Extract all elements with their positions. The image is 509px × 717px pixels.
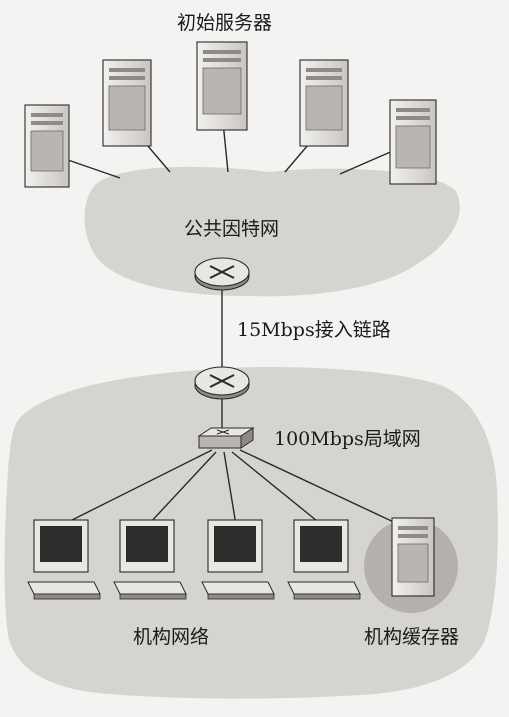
lan-links: [61, 449, 401, 526]
lan-label: 100Mbps局域网: [274, 428, 421, 450]
public-internet-cloud: [84, 166, 460, 297]
router-icon: [194, 366, 250, 400]
cache-server-icon: [391, 517, 435, 597]
server-icon: [196, 41, 248, 131]
switch-icon: [197, 427, 255, 449]
access-link-label: 15Mbps接入链路: [237, 319, 391, 341]
public-internet-label: 公共因特网: [184, 218, 280, 240]
server-icon: [102, 59, 152, 147]
server-icon: [389, 99, 437, 185]
workstation-icon: [287, 519, 361, 600]
server-icon: [299, 59, 349, 147]
router-icon: [194, 257, 250, 291]
origin-servers-label: 初始服务器: [177, 12, 273, 34]
institutional-cache-label: 机构缓存器: [364, 626, 460, 648]
institutional-network-label: 机构网络: [133, 626, 210, 648]
workstation-icon: [27, 519, 101, 600]
workstation-icon: [113, 519, 187, 600]
server-icon: [24, 104, 70, 188]
workstation-icon: [201, 519, 275, 600]
